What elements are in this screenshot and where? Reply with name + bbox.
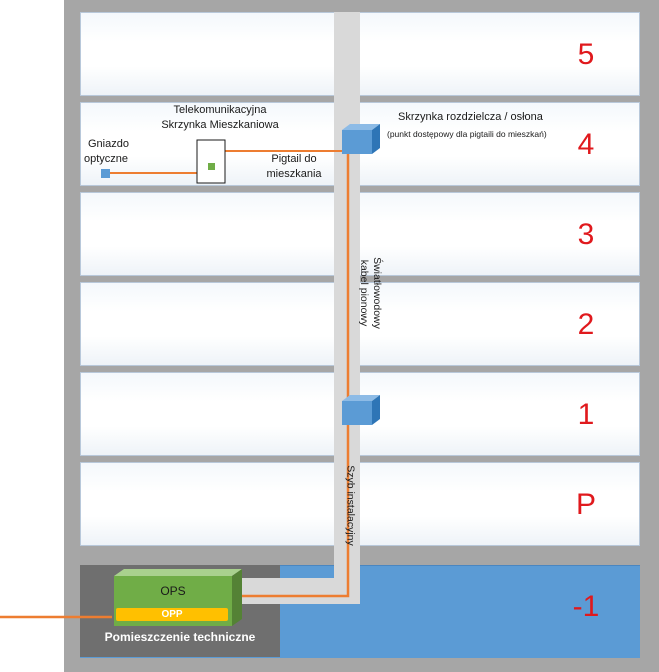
vertical-cable-label: Światłowodowy kabel pionowy	[357, 223, 383, 363]
distribution-box-top	[342, 124, 380, 130]
distribution-box-front	[342, 130, 372, 154]
optical-socket-label-line2: optyczne	[84, 153, 129, 165]
pigtail-label-line1: Pigtail do	[271, 153, 317, 165]
ops-box-side	[232, 569, 242, 626]
floor-number-2: 2	[577, 308, 595, 341]
pigtail-label: Pigtail do mieszkania	[258, 152, 330, 182]
floor-number-4: 4	[577, 128, 595, 161]
floor-number-basement: -1	[572, 590, 600, 623]
optical-socket-label-line1: Gniazdo	[88, 138, 129, 150]
vertical-cable-label-line1: Światłowodowy	[371, 257, 383, 329]
floor-number-5: 5	[577, 38, 595, 71]
optical-socket-label: Gniazdo optyczne	[84, 137, 129, 167]
ops-box-top	[114, 569, 242, 576]
shaft-label: Szyb instalacyjny	[344, 465, 357, 546]
telecom-box-label-line1: Telekomunikacyjna	[173, 104, 267, 116]
opp-bar	[116, 608, 228, 621]
opp-label: OPP	[161, 609, 183, 620]
pigtail-label-line2: mieszkania	[266, 168, 322, 180]
floor1-box-front	[342, 401, 372, 425]
telecom-box	[196, 139, 226, 184]
vertical-cable-label-line2: kabel pionowy	[358, 259, 370, 327]
floor-number-3: 3	[577, 218, 595, 251]
tech-room-label: Pomieszczenie techniczne	[104, 630, 256, 644]
telecom-box-connector	[208, 163, 215, 170]
vertical-fiber-cable	[240, 150, 350, 598]
floor1-box-side	[372, 395, 380, 425]
distribution-box-side	[372, 124, 380, 154]
floor1-box-top	[342, 395, 380, 401]
floor-number-ground: P	[575, 488, 596, 521]
telecom-box-label-line2: Skrzynka Mieszkaniowa	[161, 119, 279, 131]
distribution-box-sublabel: (punkt dostępowy dla pigtaili do mieszka…	[387, 129, 547, 139]
floor-number-1: 1	[577, 398, 595, 431]
ops-label: OPS	[160, 584, 186, 598]
distribution-box-label: Skrzynka rozdzielcza / osłona	[398, 111, 543, 123]
installation-shaft-horizontal	[240, 578, 360, 604]
socket-fiber-line	[108, 170, 213, 174]
telecom-box-label: Telekomunikacyjna Skrzynka Mieszkaniowa	[150, 103, 290, 133]
optical-socket	[101, 169, 110, 178]
